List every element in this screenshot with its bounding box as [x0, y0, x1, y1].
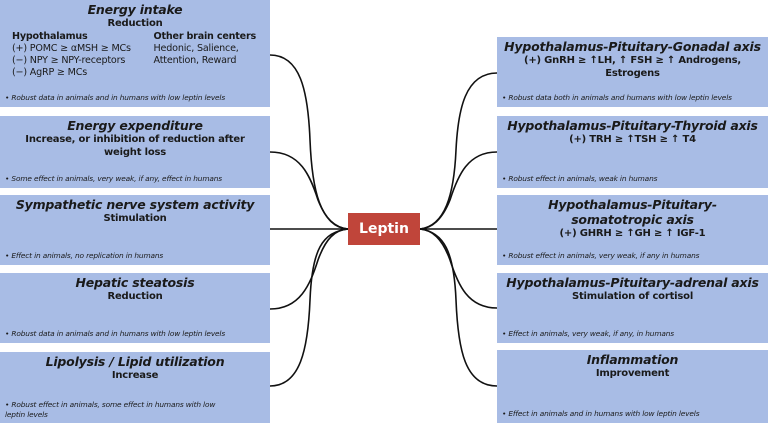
connector-gonadal	[419, 72, 498, 230]
evidence-note: • Effect in animals, very weak, if any, …	[502, 329, 674, 338]
box-subtitle: Reduction	[107, 291, 163, 302]
box-title: Hypothalamus-Pituitary-adrenal axis	[506, 275, 759, 290]
box-energy-expenditure: Energy expenditure Increase, or inhibiti…	[0, 116, 270, 188]
connector-inflammation	[419, 228, 498, 387]
connector-lipolysis	[269, 228, 349, 387]
box-subtitle: (+) GnRH ≥ ↑LH, ↑ FSH ≥ ↑ Androgens, Est…	[523, 55, 742, 79]
mechanism-line: Hedonic, Salience,	[153, 43, 239, 54]
box-subtitle: Improvement	[595, 368, 670, 379]
evidence-note: • Robust data in animals and in humans w…	[5, 329, 226, 338]
box-subtitle: (+) GHRH ≥ ↑GH ≥ ↑ IGF-1	[559, 228, 706, 239]
evidence-note: • Robust data in animals and in humans w…	[5, 93, 226, 102]
evidence-note: • Robust data both in animals and humans…	[502, 93, 732, 102]
box-title: Lipolysis / Lipid utilization	[45, 354, 225, 369]
evidence-note: • Robust effect in animals, some effect …	[5, 400, 216, 419]
box-sympathetic-nerve: Sympathetic nerve system activity Stimul…	[0, 195, 270, 265]
box-hepatic-steatosis: Hepatic steatosis Reduction • Robust dat…	[0, 273, 270, 343]
evidence-note: • Effect in animals, no replication in h…	[5, 251, 164, 260]
leptin-center-node: Leptin	[348, 213, 420, 245]
mechanism-columns: Hypothalamus (+) POMC ≥ αMSH ≥ MCs (−) N…	[6, 31, 264, 79]
box-title: Energy intake	[87, 2, 183, 17]
box-thyroid-axis: Hypothalamus-Pituitary-Thyroid axis (+) …	[497, 116, 768, 188]
box-energy-intake: Energy intake Reduction Hypothalamus (+)…	[0, 0, 270, 107]
connector-energy-intake	[269, 54, 349, 230]
column-other-brain-centers: Other brain centers Hedonic, Salience, A…	[153, 31, 257, 79]
box-subtitle: Increase	[111, 370, 159, 381]
evidence-note: • Robust effect in animals, very weak, i…	[502, 251, 700, 260]
evidence-note: • Effect in animals and in humans with l…	[502, 409, 700, 418]
connector-energy-expenditure	[269, 151, 349, 230]
mechanism-line: Attention, Reward	[153, 55, 237, 66]
mechanism-line: (−) AgRP ≥ MCs	[12, 67, 87, 78]
box-somatotropic-axis: Hypothalamus-Pituitary-somatotropic axis…	[497, 195, 768, 265]
column-heading: Other brain centers	[153, 31, 257, 42]
evidence-note: • Robust effect in animals, weak in huma…	[502, 174, 658, 183]
box-title: Hypothalamus-Pituitary-somatotropic axis	[548, 197, 717, 227]
box-subtitle: (+) TRH ≥ ↑TSH ≥ ↑ T4	[569, 134, 696, 145]
box-inflammation: Inflammation Improvement • Effect in ani…	[497, 350, 768, 423]
connector-thyroid	[419, 151, 498, 230]
box-gonadal-axis: Hypothalamus-Pituitary-Gonadal axis (+) …	[497, 37, 768, 107]
connector-hepatic	[269, 228, 349, 310]
box-title: Energy expenditure	[67, 118, 203, 133]
evidence-note: • Some effect in animals, very weak, if …	[5, 174, 222, 183]
mechanism-line: (+) POMC ≥ αMSH ≥ MCs	[12, 43, 131, 54]
box-adrenal-axis: Hypothalamus-Pituitary-adrenal axis Stim…	[497, 273, 768, 343]
box-title: Hypothalamus-Pituitary-Thyroid axis	[507, 118, 758, 133]
mechanism-line: (−) NPY ≥ NPY-receptors	[12, 55, 126, 66]
box-subtitle: Stimulation	[103, 213, 167, 224]
box-lipolysis: Lipolysis / Lipid utilization Increase •…	[0, 352, 270, 423]
box-subtitle: Stimulation of cortisol	[571, 291, 694, 302]
column-heading: Hypothalamus	[12, 31, 88, 42]
column-hypothalamus: Hypothalamus (+) POMC ≥ αMSH ≥ MCs (−) N…	[12, 31, 131, 79]
connector-adrenal	[419, 228, 498, 309]
box-title: Hepatic steatosis	[75, 275, 195, 290]
box-subtitle: Reduction	[107, 18, 163, 29]
box-title: Inflammation	[586, 352, 679, 367]
box-title: Hypothalamus-Pituitary-Gonadal axis	[504, 39, 761, 54]
box-subtitle: Increase, or inhibition of reduction aft…	[25, 134, 245, 158]
box-title: Sympathetic nerve system activity	[15, 197, 255, 212]
